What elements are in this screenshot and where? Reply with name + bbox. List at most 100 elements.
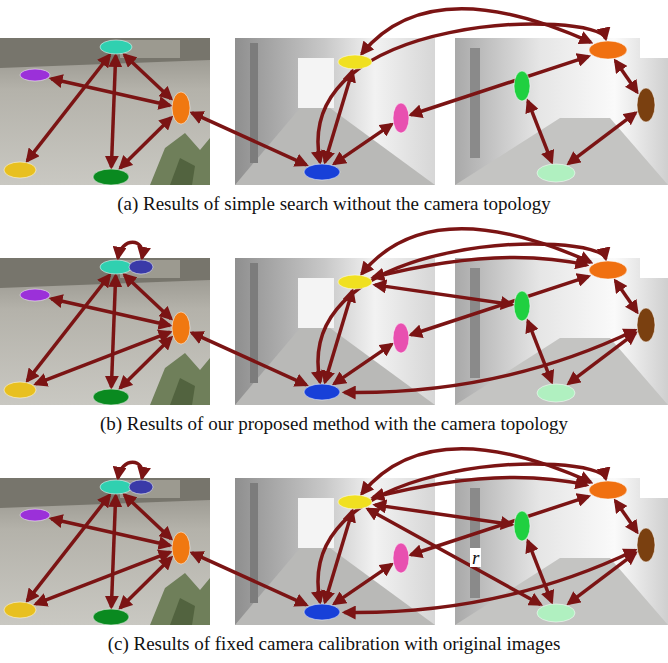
person-ellipse [93,389,129,405]
match-arrow [375,285,512,305]
person-ellipse [338,275,372,289]
floor [455,118,668,185]
person-ellipse [589,481,627,499]
person-ellipse [20,69,50,81]
light [640,478,668,498]
plant [170,158,195,185]
subfigure-caption: (b) Results of our proposed method with … [0,414,668,435]
person-ellipse [20,289,50,301]
person-ellipse [129,480,153,494]
camera-image [455,258,668,405]
match-arrow [569,113,636,164]
person-ellipse [338,55,372,69]
match-arrow [334,124,391,163]
person-ellipse [514,291,530,321]
camera-image [0,38,210,185]
match-arrow [528,321,552,382]
match-arrow [362,449,591,494]
match-arrow [118,242,142,258]
match-arrow [36,332,170,384]
match-arrow [569,553,636,604]
door [250,263,258,383]
person-ellipse [304,164,340,180]
person-ellipse [393,543,409,573]
person-ellipse [172,92,190,124]
match-arrow [362,9,591,54]
match-arrow [344,550,635,612]
match-arrow [120,118,171,168]
person-ellipse [514,511,530,541]
plant [170,598,195,625]
match-arrow [118,462,142,478]
person-ellipse [100,480,132,494]
match-arrow [373,477,587,497]
plant [170,378,195,405]
match-arrow [373,257,587,277]
person-ellipse [537,604,575,622]
person-ellipse [338,495,372,509]
match-arrow [120,558,171,608]
person-ellipse [304,604,340,620]
person-ellipse [537,384,575,402]
point-label: r [470,548,481,567]
person-ellipse [20,509,50,521]
camera-image [235,38,435,185]
person-ellipse [304,384,340,400]
person-ellipse [589,41,627,59]
match-arrow [334,564,391,603]
match-arrow [124,495,171,539]
light [640,38,668,58]
match-arrow [344,330,635,392]
floor [455,558,668,625]
door [250,483,258,603]
person-ellipse [4,162,36,178]
camera-image [455,38,668,185]
floor [455,338,668,405]
door [470,268,480,378]
match-arrow [111,56,115,167]
plant [150,133,210,185]
match-arrow [334,344,391,383]
person-ellipse [637,528,655,562]
match-arrow [368,509,541,604]
person-ellipse [393,323,409,353]
camera-image [0,258,210,405]
person-ellipse [172,312,190,344]
match-arrow [362,229,591,274]
door [250,43,258,163]
match-arrow [615,501,637,532]
match-arrow [528,541,552,602]
match-arrow [192,113,306,165]
match-arrow [318,24,606,162]
person-ellipse [100,40,132,54]
person-ellipse [100,260,132,274]
match-arrow [36,552,170,604]
person-ellipse [637,308,655,342]
person-ellipse [93,169,129,185]
plant [150,353,210,405]
match-arrow [111,496,115,607]
person-ellipse [172,532,190,564]
person-ellipse [4,382,36,398]
person-ellipse [514,71,530,101]
match-arrow [111,276,115,387]
camera-image [0,478,210,625]
person-ellipse [537,164,575,182]
match-arrow [411,56,589,114]
match-arrow [569,333,636,384]
match-arrow [528,101,552,162]
match-arrow [615,281,637,312]
door [470,488,480,598]
match-arrow [192,333,306,385]
person-ellipse [4,602,36,618]
person-ellipse [393,103,409,133]
match-arrow [120,338,171,388]
camera-image [455,478,668,625]
door [470,48,480,158]
match-arrow [124,275,171,319]
camera-image [235,258,435,405]
subfigure-caption: (a) Results of simple search without the… [0,194,668,215]
match-arrow [615,61,637,92]
person-ellipse [637,88,655,122]
